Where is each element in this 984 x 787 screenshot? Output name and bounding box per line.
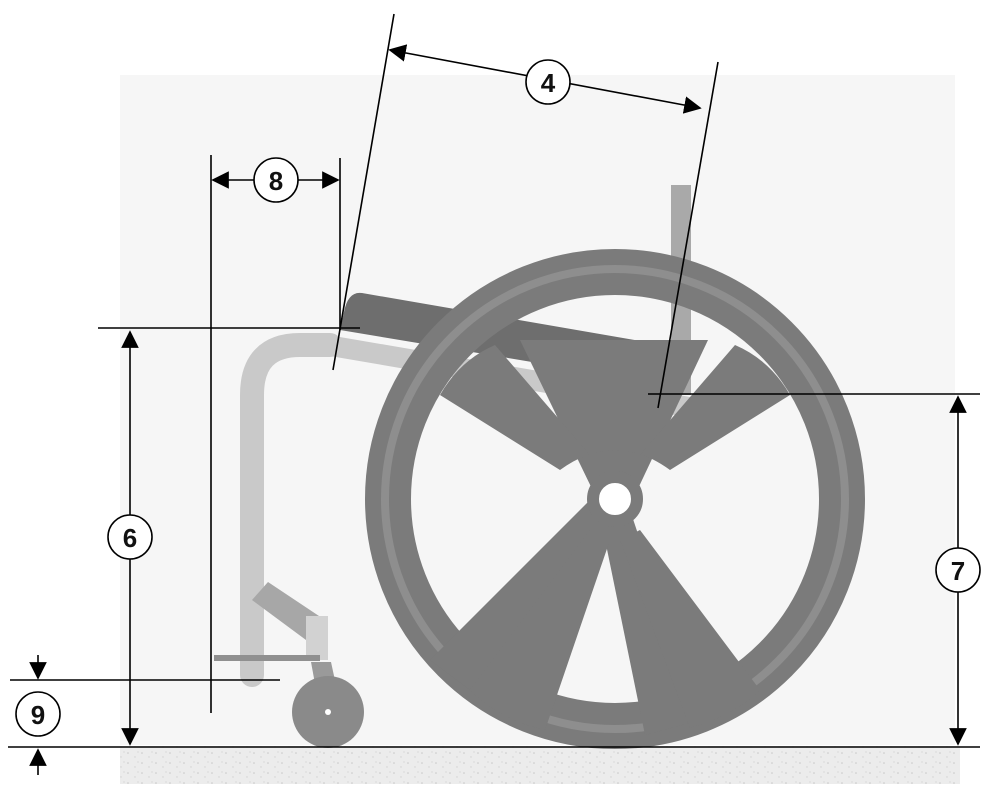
callout-8: 8 — [253, 157, 299, 203]
footrest-plate — [306, 616, 328, 660]
callout-4-label: 4 — [541, 68, 556, 98]
footrest-bracket — [252, 582, 322, 640]
callout-4: 4 — [525, 59, 571, 105]
callout-6: 6 — [107, 514, 153, 560]
spoke-right — [620, 530, 760, 728]
wheel-hub — [587, 471, 643, 527]
spoke-top — [440, 345, 790, 470]
caster-hub — [325, 709, 331, 715]
callout-6-label: 6 — [123, 523, 137, 553]
front-frame-tube — [240, 333, 342, 687]
callout-9: 9 — [15, 691, 61, 737]
callout-7: 7 — [935, 547, 981, 593]
callout-7-label: 7 — [951, 556, 965, 586]
floor — [120, 746, 960, 784]
spoke-left — [470, 530, 610, 730]
callout-8-label: 8 — [269, 166, 283, 196]
rear-wheel — [365, 249, 865, 749]
callout-9-label: 9 — [31, 700, 45, 730]
